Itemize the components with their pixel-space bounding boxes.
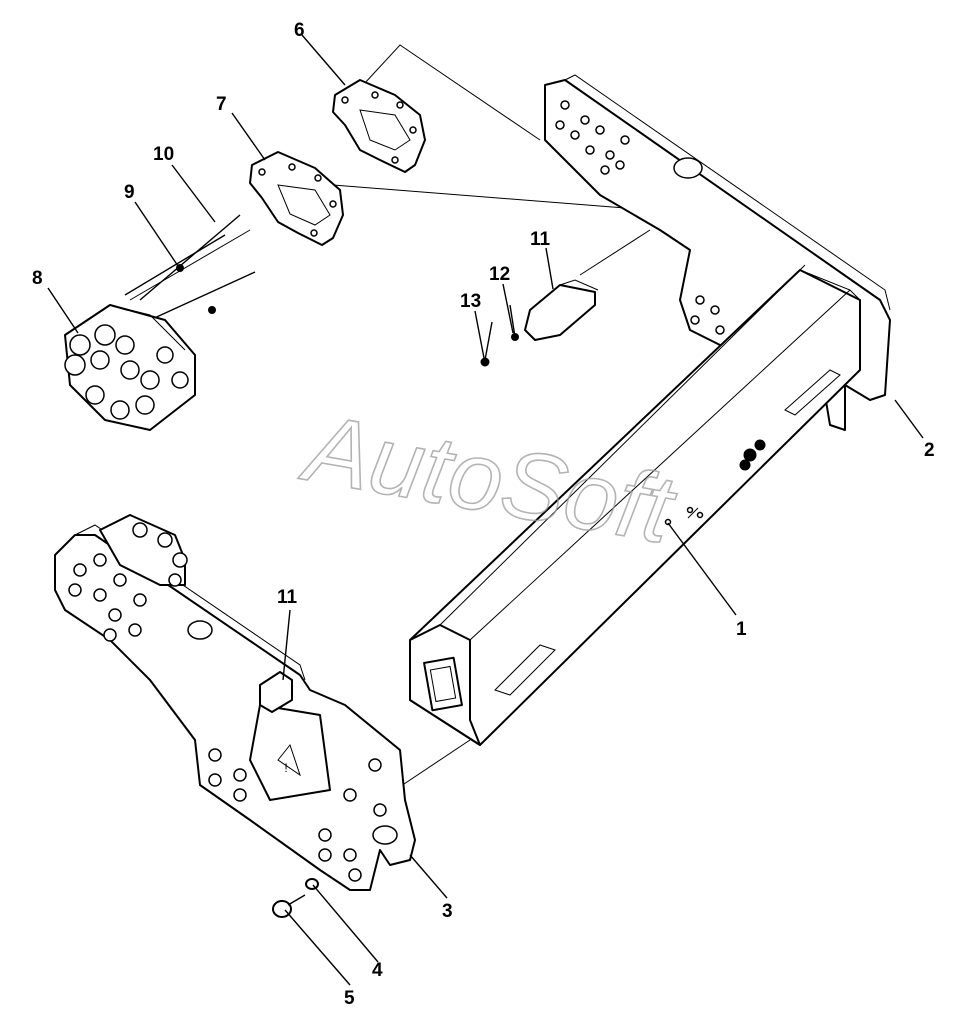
control-valve: [64, 304, 196, 431]
left-side-plate: !: [54, 524, 416, 891]
leader-lines: [47, 34, 924, 986]
callout-7: 7: [216, 94, 227, 115]
callout-12: 12: [489, 264, 510, 285]
callout-1: 1: [736, 619, 747, 640]
callout-6: 6: [294, 20, 305, 41]
callout-2: 2: [924, 440, 935, 461]
callout-10: 10: [153, 144, 174, 165]
callout-3: 3: [442, 901, 453, 922]
bolt-and-washer: [272, 878, 319, 918]
lower-bracket: [259, 671, 293, 713]
mounted-valve-block: [99, 514, 188, 587]
callout-11-lower: 11: [277, 587, 298, 608]
studs: [124, 214, 256, 321]
callout-4: 4: [372, 960, 383, 981]
main-beam: [409, 264, 861, 746]
callout-labels: 6 7 10 9 8 11 12 13 2 1 11 3 4 5: [32, 20, 935, 1009]
watermark: AutoSoft: [294, 394, 683, 565]
callout-5: 5: [344, 988, 355, 1009]
callout-13: 13: [460, 291, 481, 312]
callout-8: 8: [32, 268, 43, 289]
svg-text:!: !: [284, 761, 287, 775]
callout-11-upper: 11: [530, 229, 551, 250]
gasket-7: [249, 151, 344, 246]
upper-bracket: [480, 279, 599, 367]
gasket-6: [332, 79, 426, 173]
callout-9: 9: [124, 182, 135, 203]
